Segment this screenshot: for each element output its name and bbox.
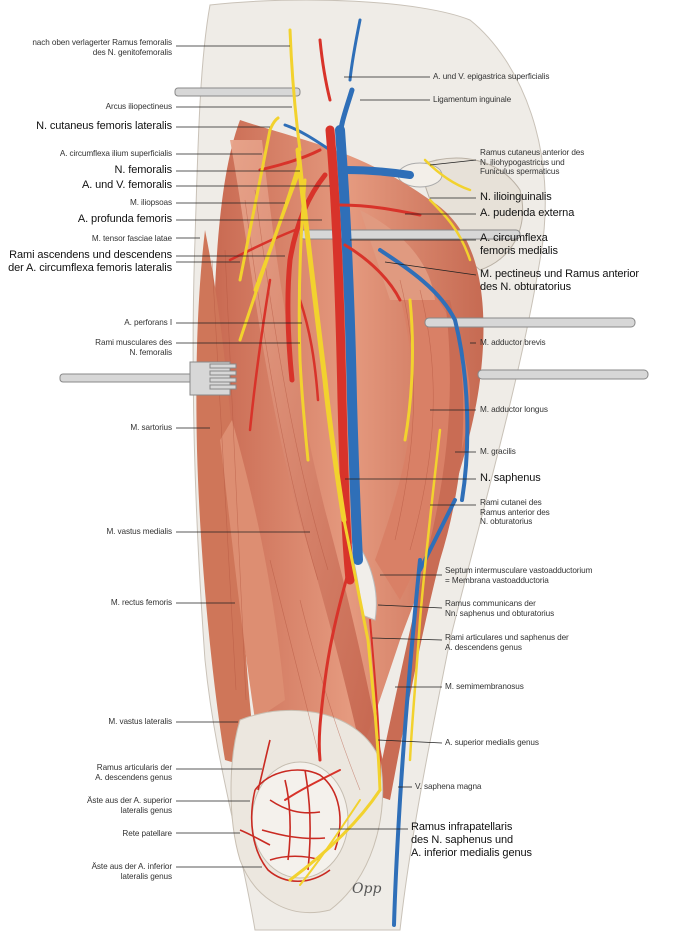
label-perforans: A. perforans I (124, 318, 172, 327)
leader-lines (176, 45, 477, 868)
label-adductor-longus: M. adductor longus (480, 405, 548, 414)
sartorius-muscle (230, 140, 390, 800)
label-a-v-femoralis: A. und V. femoralis (81, 179, 172, 191)
label-n-saphenus: N. saphenus (480, 472, 541, 484)
label-v-saphena-magna: V. saphena magna (415, 782, 482, 791)
label-tensor-fasciae: M. tensor fasciae latae (91, 234, 172, 243)
nerves (238, 28, 472, 886)
label-gracilis: M. gracilis (480, 447, 516, 456)
label-epigastrica: A. und V. epigastrica superficialis (433, 72, 550, 81)
label-septum: Septum intermusculare vastoadductorium= … (445, 566, 593, 585)
label-vastus-lateralis: M. vastus lateralis (108, 717, 172, 726)
adductor-longus-muscle (375, 240, 470, 600)
label-ilioinguinalis: N. ilioinguinalis (480, 191, 552, 203)
label-rectus-femoris: M. rectus femoris (110, 598, 172, 607)
label-vastus-medialis: M. vastus medialis (106, 527, 172, 536)
label-arcus-iliopectineus: Arcus iliopectineus (105, 102, 172, 111)
label-iliopsoas: M. iliopsoas (129, 198, 172, 207)
label-pudenda-externa: A. pudenda externa (480, 207, 575, 219)
label-adductor-brevis: M. adductor brevis (480, 338, 546, 347)
label-semimembranosus: M. semimembranosus (445, 682, 524, 691)
gracilis-muscle (375, 300, 464, 800)
label-profunda-femoris: A. profunda femoris (77, 213, 172, 225)
label-superior-medialis-genus: A. superior medialis genus (445, 738, 539, 747)
label-circumflexa-ilium: A. circumflexa ilium superficialis (59, 149, 172, 158)
label-n-femoralis: N. femoralis (114, 164, 173, 176)
label-cutaneus-femoris-lateralis: N. cutaneus femoris lateralis (36, 120, 172, 132)
label-sartorius: M. sartorius (130, 423, 172, 432)
artist-signature: Opp (352, 881, 381, 897)
label-ligamentum-inguinale: Ligamentum inguinale (433, 95, 512, 104)
retractor-instruments (59, 87, 649, 396)
veins (283, 18, 470, 927)
label-rete-patellare: Rete patellare (122, 829, 172, 838)
rete-patellare (239, 739, 341, 882)
